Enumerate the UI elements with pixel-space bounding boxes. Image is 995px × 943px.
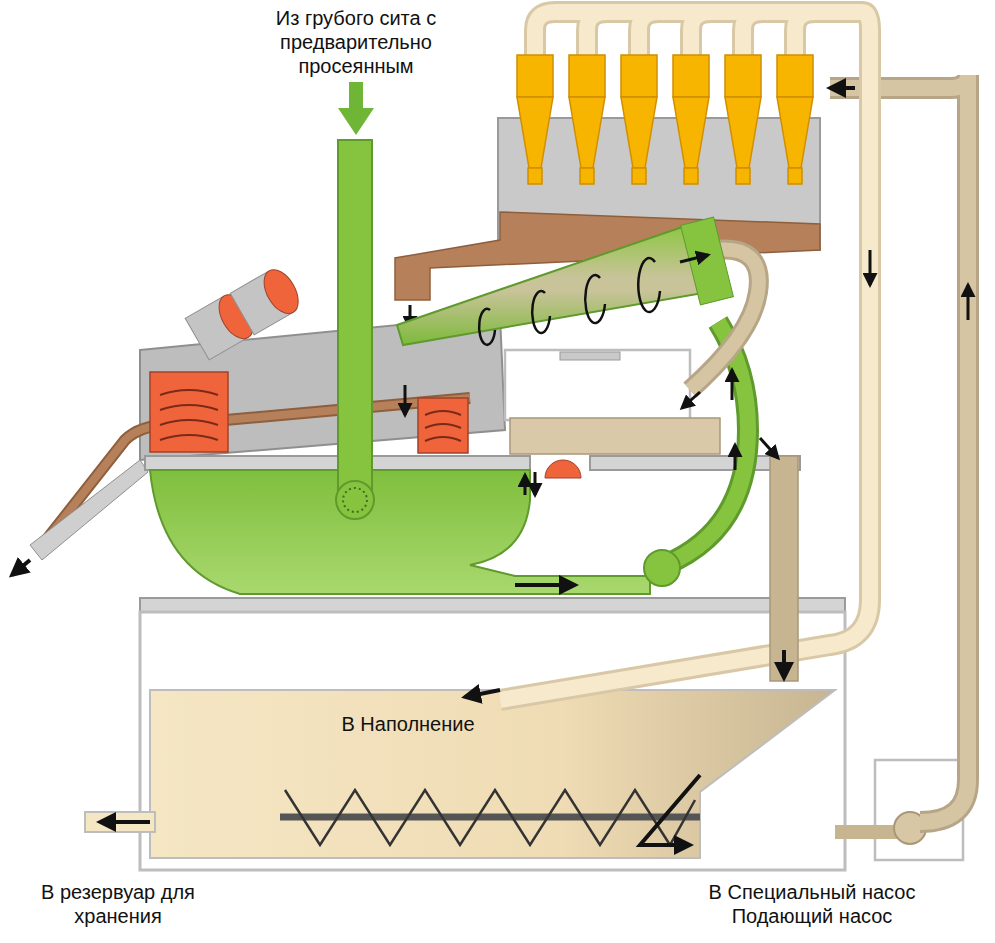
green-cyclone xyxy=(479,309,495,345)
screw-conveyor xyxy=(285,790,695,845)
cyclone-bank xyxy=(673,97,709,168)
sump-tank xyxy=(782,650,786,678)
green-cyclone xyxy=(479,258,660,345)
green-cyclone xyxy=(734,445,737,470)
green-cyclone xyxy=(638,258,660,312)
cyclone-bank xyxy=(621,55,657,97)
green-cyclone xyxy=(731,370,734,400)
screw-conveyor xyxy=(100,820,150,824)
sump-frame xyxy=(140,598,845,870)
input-note: Из грубого сита с предварительно просеян… xyxy=(261,6,451,78)
overflow-pipes xyxy=(587,12,815,60)
dewatering-screen xyxy=(160,390,461,441)
sump-tank xyxy=(534,472,537,495)
cyclone-bank xyxy=(569,97,605,168)
green-cyclone xyxy=(680,255,708,262)
cyclone-bank xyxy=(517,55,813,184)
dewatering-screen xyxy=(150,372,228,452)
cyclone-bank xyxy=(580,168,594,184)
green-cyclone xyxy=(682,392,700,408)
feed-inlet xyxy=(338,140,372,500)
sump-tank xyxy=(505,350,690,420)
green-cyclone xyxy=(665,322,748,565)
green-cyclone xyxy=(532,291,550,333)
dewatering-screen xyxy=(30,460,148,560)
feed-pipe xyxy=(967,285,970,320)
feed-pump xyxy=(835,825,900,839)
green-cyclone xyxy=(397,217,759,586)
overflow-pipes xyxy=(869,250,872,285)
cyclone-bank xyxy=(517,97,553,168)
cyclone-bank xyxy=(673,55,709,97)
overflow-pipes xyxy=(500,12,870,700)
cyclone-bank xyxy=(528,168,542,184)
sump-tank xyxy=(145,350,800,681)
feed-inlet xyxy=(336,82,374,519)
outlet-label: В резервуар для хранения xyxy=(16,880,221,928)
cyclone-bank xyxy=(788,168,802,184)
cyclone-bank xyxy=(725,97,761,168)
cyclone-bank xyxy=(725,55,761,97)
dewatering-screen xyxy=(150,372,468,453)
feed-inlet xyxy=(343,488,367,512)
green-cyclone xyxy=(665,322,748,565)
sump-frame xyxy=(140,598,845,612)
feed-pipe xyxy=(830,86,855,90)
screw-conveyor xyxy=(85,812,155,832)
outlet-label: В Специальный насос Подающий насос xyxy=(687,880,937,928)
dewatering-screen xyxy=(257,264,305,320)
dewatering-screen xyxy=(230,264,305,335)
overflow-pipes xyxy=(465,12,870,700)
sump-tank xyxy=(590,456,800,470)
green-cyclone xyxy=(560,352,620,360)
cyclone-bank xyxy=(684,168,698,184)
sump-tank xyxy=(760,438,778,458)
outlet-label: В Наполнение xyxy=(308,712,508,736)
dewatering-screen xyxy=(418,398,468,453)
dewatering-screen xyxy=(160,390,218,440)
sump-frame xyxy=(150,690,835,858)
cyclone-bank xyxy=(569,55,605,97)
feed-inlet xyxy=(349,82,363,112)
green-cyclone xyxy=(681,217,734,305)
sump-tank xyxy=(770,456,798,681)
cyclone-bank xyxy=(621,97,657,168)
sump-tank xyxy=(150,470,650,594)
feed-inlet xyxy=(336,481,374,519)
feed-pipe xyxy=(830,75,968,822)
feed-inlet xyxy=(338,108,374,135)
dewatering-screen xyxy=(425,411,461,441)
cyclone-bank xyxy=(632,168,646,184)
sump-tank xyxy=(510,418,720,454)
green-cyclone xyxy=(644,550,680,586)
sump-tank xyxy=(524,475,527,495)
green-cyclone xyxy=(397,224,709,345)
cyclone-bank xyxy=(777,97,813,168)
cyclone-bank xyxy=(777,55,813,97)
overflow-pipes xyxy=(500,12,870,700)
dewatering-screen xyxy=(404,385,407,415)
feed-pipe xyxy=(830,75,968,822)
dewatering-screen xyxy=(12,560,30,575)
screw-conveyor xyxy=(85,775,700,845)
sump-tank xyxy=(515,583,575,587)
screw-conveyor xyxy=(280,814,700,821)
sump-tank xyxy=(545,460,581,478)
cyclone-bank xyxy=(736,168,750,184)
cyclone-bank xyxy=(517,55,553,97)
overflow-pipes xyxy=(465,690,500,697)
feed-pipe xyxy=(830,75,968,822)
screw-conveyor xyxy=(640,775,700,845)
green-cyclone xyxy=(585,275,605,323)
